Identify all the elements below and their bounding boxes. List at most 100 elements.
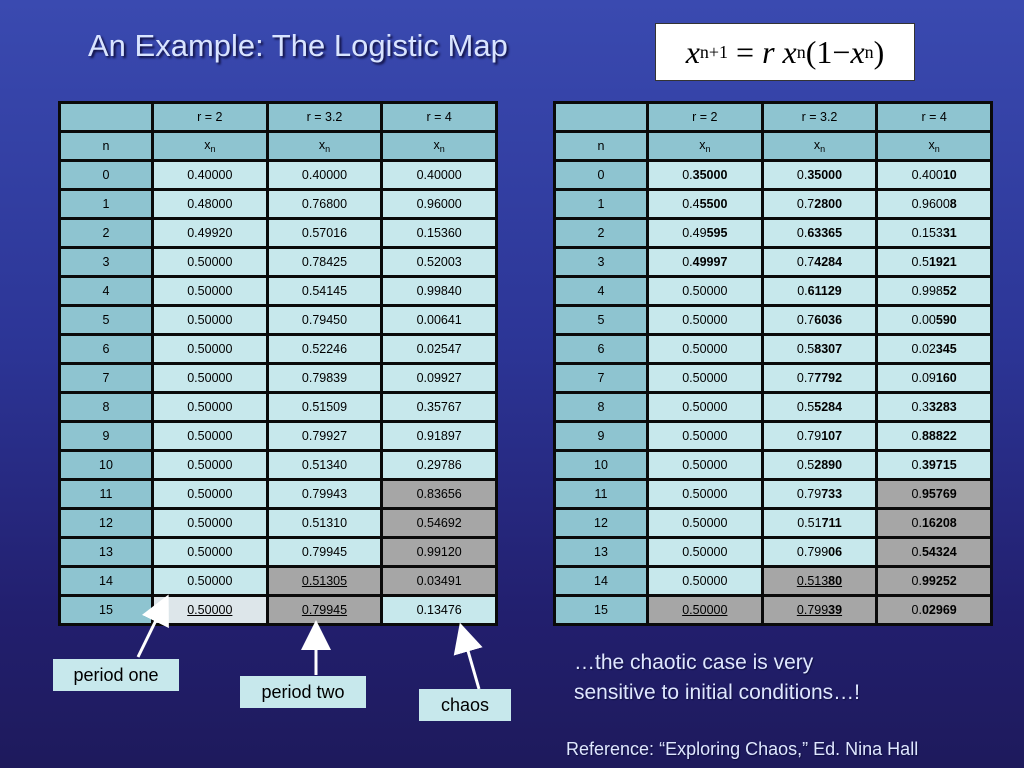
- right-value-cell: 0.33283: [878, 394, 990, 420]
- right-cell-prefix: 0.5: [796, 458, 815, 472]
- left-value-cell: 0.51305: [268, 568, 381, 594]
- right-row-index: 4: [556, 278, 646, 304]
- right-value-cell: 0.50000: [649, 481, 761, 507]
- right-value-cell: 0.51921: [878, 249, 990, 275]
- left-header-cell: r = 2: [154, 104, 266, 130]
- formula-lhs-var: x: [685, 33, 700, 70]
- right-value-cell: 0.96008: [878, 191, 990, 217]
- left-cell-text: 0.50000: [187, 603, 233, 617]
- left-value-cell: 0.76800: [268, 191, 381, 217]
- right-value-cell: 0.00590: [878, 307, 990, 333]
- left-value-cell: 0.13476: [383, 597, 495, 623]
- right-cell-bold-digits: 595: [706, 226, 728, 240]
- right-cell-bold-digits: 711: [821, 516, 842, 530]
- right-cell-text: 14: [594, 574, 608, 588]
- right-value-cell: 0.77792: [763, 365, 876, 391]
- left-value-cell: 0.29786: [383, 452, 495, 478]
- right-value-cell: 0.50000: [649, 597, 761, 623]
- right-cell-prefix: 0.49: [682, 226, 707, 240]
- right-cell-text: 0.15331: [912, 226, 957, 240]
- right-row-index: 3: [556, 249, 646, 275]
- right-cell-bold-digits: 2800: [814, 197, 843, 211]
- right-cell-prefix: 0.50000: [682, 487, 728, 501]
- left-subheader-text: x: [318, 138, 326, 152]
- right-cell-prefix: 0.: [682, 168, 693, 182]
- right-row-index: 7: [556, 365, 646, 391]
- formula-paren-open: (1: [805, 33, 833, 70]
- right-subheader-text: x: [699, 138, 706, 152]
- left-row-index: 3: [61, 249, 151, 275]
- right-cell-prefix: 0.513: [796, 574, 829, 588]
- right-value-cell: 0.55284: [763, 394, 876, 420]
- left-cell-text: 0.79927: [301, 429, 348, 443]
- right-cell-text: 0.50000: [682, 313, 727, 327]
- right-value-cell: 0.35000: [763, 162, 876, 188]
- left-cell-text: 0.79945: [301, 603, 348, 617]
- right-cell-bold-digits: 35000: [807, 168, 843, 182]
- left-row-index: 11: [61, 481, 151, 507]
- reference-prefix: Reference:: [566, 739, 655, 759]
- left-value-cell: 0.51310: [268, 510, 381, 536]
- right-value-cell: 0.50000: [649, 336, 761, 362]
- right-cell-prefix: 0.50000: [682, 342, 728, 356]
- left-cell-text: 0.79450: [301, 313, 348, 327]
- left-cell-text: 0.79943: [301, 487, 348, 501]
- right-cell-prefix: 0.998: [911, 284, 943, 298]
- right-value-cell: 0.49595: [649, 220, 761, 246]
- right-cell-bold-digits: 733: [821, 487, 843, 501]
- right-cell-text: 0.74284: [797, 255, 842, 269]
- left-value-cell: 0.50000: [154, 423, 266, 449]
- right-cell-prefix: 0.: [796, 226, 808, 240]
- right-cell-prefix: 0.: [682, 255, 693, 269]
- right-cell-prefix: 0.50000: [682, 429, 728, 443]
- right-cell-prefix: 0.50000: [682, 371, 728, 385]
- left-cell-text: 0.50000: [187, 400, 233, 414]
- right-cell-bold-digits: 6036: [814, 313, 843, 327]
- right-value-cell: 0.02345: [878, 336, 990, 362]
- left-value-cell: 0.50000: [154, 539, 266, 565]
- right-cell-text: 7: [597, 371, 605, 385]
- left-cell-text: 6: [102, 342, 110, 356]
- right-cell-text: 0.50000: [682, 400, 727, 414]
- left-cell-text: 0.29786: [416, 458, 462, 472]
- period-one-label: period one: [53, 659, 179, 691]
- formula-minus: −: [832, 33, 851, 70]
- left-value-cell: 0.91897: [383, 423, 495, 449]
- left-cell-text: 0.57016: [301, 226, 348, 240]
- left-value-cell: 0.50000: [154, 452, 266, 478]
- right-cell-text: 0.51921: [912, 255, 957, 269]
- right-cell-prefix: 0.50000: [682, 458, 728, 472]
- right-row-index: 15: [556, 597, 646, 623]
- period-one-arrow: [136, 594, 169, 658]
- right-value-cell: 0.88822: [878, 423, 990, 449]
- right-cell-prefix: 0.7: [796, 371, 815, 385]
- right-cell-text: 0.61129: [797, 284, 842, 298]
- left-value-cell: 0.79839: [268, 365, 381, 391]
- left-subheader-cell: xn: [154, 133, 266, 159]
- left-cell-text: 13: [99, 545, 113, 559]
- left-value-cell: 0.40000: [154, 162, 266, 188]
- left-cell-text: 0.50000: [187, 516, 233, 530]
- left-header-cell: [61, 104, 151, 130]
- right-cell-text: 0.77792: [797, 371, 842, 385]
- left-cell-text: 0.49920: [187, 226, 233, 240]
- right-cell-prefix: 0.50000: [682, 516, 728, 530]
- right-cell-prefix: 0.: [911, 487, 922, 501]
- right-cell-bold-digits: 590: [935, 313, 957, 327]
- right-cell-prefix: 0.51: [797, 516, 822, 530]
- right-value-cell: 0.79107: [763, 423, 876, 449]
- left-cell-text: 0.51509: [301, 400, 348, 414]
- right-value-cell: 0.35000: [649, 162, 761, 188]
- right-cell-bold-digits: 63365: [807, 226, 843, 240]
- left-value-cell: 0.50000: [154, 597, 266, 623]
